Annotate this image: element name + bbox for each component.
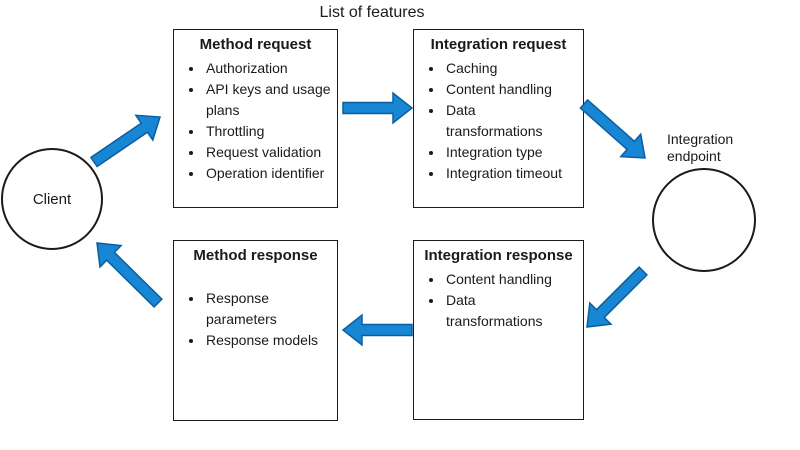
integration-response-box: Integration response Content handlingDat… bbox=[413, 240, 584, 420]
arrow-client-to-method-request bbox=[89, 114, 161, 168]
bullet-item: Integration type bbox=[444, 142, 567, 163]
integration-endpoint-node bbox=[652, 168, 756, 272]
arrow-method-response-to-client bbox=[96, 242, 163, 308]
client-node: Client bbox=[1, 148, 103, 250]
bullet-item: Operation identifier bbox=[204, 163, 331, 184]
method-response-feature-list: Response parametersResponse models bbox=[174, 288, 337, 351]
bullet-item: Request validation bbox=[204, 142, 331, 163]
integration-response-feature-list: Content handlingData transformations bbox=[414, 269, 583, 332]
bullet-item: Integration timeout bbox=[444, 163, 567, 184]
arrow-integration-response-to-method-response bbox=[341, 313, 413, 347]
bullet-item: Content handling bbox=[444, 79, 567, 100]
method-request-feature-list: AuthorizationAPI keys and usage plansThr… bbox=[174, 58, 337, 184]
client-label: Client bbox=[32, 190, 72, 208]
method-response-title: Method response bbox=[193, 247, 318, 264]
bullet-item: Data transformations bbox=[444, 290, 567, 332]
integration-request-feature-list: CachingContent handlingData transformati… bbox=[414, 58, 583, 184]
bullet-item: API keys and usage plans bbox=[204, 79, 331, 121]
integration-response-title: Integration response bbox=[424, 247, 573, 264]
bullet-item: Caching bbox=[444, 58, 567, 79]
arrow-integration-request-to-integration-endpoint bbox=[579, 98, 646, 159]
method-response-box: Method response Response parametersRespo… bbox=[173, 240, 338, 421]
integration-request-title: Integration request bbox=[430, 36, 567, 53]
method-request-title: Method request bbox=[199, 36, 312, 53]
integration-request-box: Integration request CachingContent handl… bbox=[413, 29, 584, 208]
method-request-box: Method request AuthorizationAPI keys and… bbox=[173, 29, 338, 208]
arrow-method-request-to-integration-request bbox=[342, 91, 414, 125]
bullet-item: Data transformations bbox=[444, 100, 567, 142]
diagram-title: List of features bbox=[319, 4, 425, 21]
integration-endpoint-label: Integration endpoint bbox=[667, 131, 734, 164]
bullet-item: Content handling bbox=[444, 269, 567, 290]
bullet-item: Response models bbox=[204, 330, 331, 351]
bullet-item: Authorization bbox=[204, 58, 331, 79]
bullet-item: Response parameters bbox=[204, 288, 331, 330]
bullet-item: Throttling bbox=[204, 121, 331, 142]
arrow-integration-endpoint-to-integration-response bbox=[586, 266, 648, 328]
